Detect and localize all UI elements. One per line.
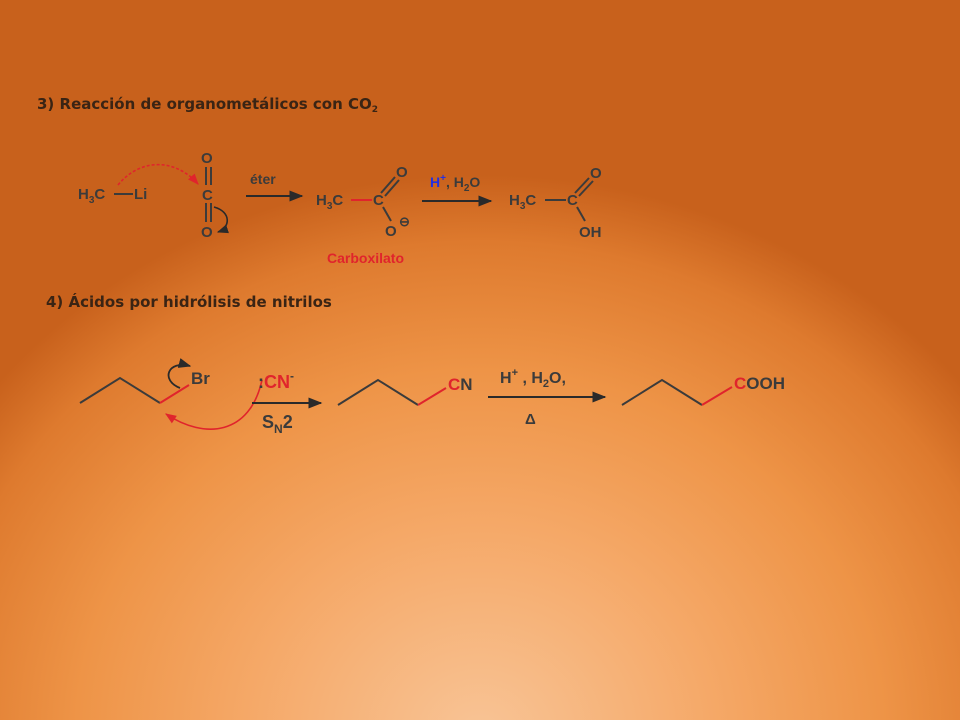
nitrile-group: CN: [448, 375, 473, 394]
curved-arrow-red: [117, 163, 199, 186]
svg-text:O: O: [201, 224, 213, 241]
butane-skeleton-left: [79, 376, 161, 404]
methyllithium: H3C Li: [78, 186, 147, 206]
hydrolysis-label: H+ , H2O,: [500, 367, 566, 390]
arrow1-label: éter: [250, 171, 276, 187]
svg-text:H3C: H3C: [316, 192, 343, 212]
svg-text:O: O: [385, 223, 397, 240]
carboxyl-group: COOH: [734, 374, 785, 393]
nitrile-skeleton: [337, 378, 419, 406]
cyanide-reagent: :CN-: [258, 369, 294, 392]
carbon-dioxide: O C O: [201, 150, 213, 241]
curved-arrow-red-cn: [165, 379, 263, 430]
svg-text:H3C: H3C: [78, 186, 105, 206]
acetic-acid: H3C C O OH: [509, 165, 602, 241]
curved-arrow-black: [213, 206, 229, 234]
sn2-label: SN2: [262, 412, 293, 436]
negative-charge: ⊖: [399, 214, 410, 229]
svg-text:C: C: [373, 192, 384, 209]
svg-text:H3C: H3C: [509, 192, 536, 212]
svg-text:Li: Li: [134, 186, 147, 203]
reaction-4: Br :CN- SN2 CN H+ , H2O, Δ COOH: [79, 358, 785, 436]
svg-text:O: O: [590, 165, 602, 182]
acid-skeleton: [621, 378, 703, 406]
svg-text:C: C: [202, 187, 213, 204]
arrow2-label: H+, H2O: [430, 173, 480, 194]
svg-text:OH: OH: [579, 224, 602, 241]
carboxylate: H3C C O O ⊖: [316, 164, 410, 240]
carboxylate-label: Carboxilato: [327, 250, 404, 266]
reaction-3: H3C Li O C O éter H3C C O: [78, 150, 602, 266]
svg-text:O: O: [396, 164, 408, 181]
section4-title: 4) Ácidos por hidrólisis de nitrilos: [46, 293, 332, 311]
bromine: Br: [191, 369, 210, 388]
svg-text:C: C: [567, 192, 578, 209]
heat-symbol: Δ: [525, 411, 536, 428]
curved-arrow-black-br: [167, 358, 192, 389]
section3-title: 3) Reacción de organometálicos con CO2: [37, 95, 379, 115]
c-br-bond-red: [159, 384, 190, 404]
svg-text:O: O: [201, 150, 213, 167]
